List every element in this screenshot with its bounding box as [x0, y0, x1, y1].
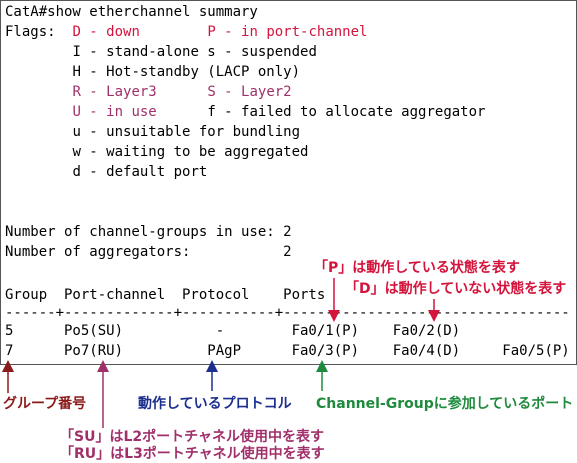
aggregators-line: Number of aggregators: 2 — [5, 244, 292, 260]
flag-down: D - down — [72, 24, 140, 40]
flag-hot-standby: H - Hot-standby (LACP only) — [72, 64, 301, 80]
flags-line-1: Flags: D - down P - in port-channel — [5, 22, 367, 42]
table-row: 7 Po7(RU) PAgP Fa0/3(P) Fa0/4(D) Fa0/5(P… — [5, 343, 570, 359]
groups-in-use-line: Number of channel-groups in use: 2 — [5, 224, 292, 240]
ports-note: Channel-Groupに参加しているポート — [316, 396, 574, 412]
table-row: 5 Po5(SU) - Fa0/1(P) Fa0/2(D) — [5, 323, 461, 339]
flag-in-port-channel: P - in port-channel — [207, 24, 368, 40]
ru-note: 「RU」はL3ポートチャネル使用中を表す — [60, 446, 325, 462]
d-status-note: 「D」は動作していない状態を表す — [345, 281, 567, 297]
flag-layer2: S - Layer2 — [207, 84, 292, 100]
su-note: 「SU」はL2ポートチャネル使用中を表す — [60, 429, 324, 445]
flags-line-5: U - in use f - failed to allocate aggreg… — [5, 102, 485, 122]
flags-line-2: I - stand-alone s - suspended — [5, 42, 317, 62]
flag-layer3: R - Layer3 — [72, 84, 157, 100]
terminal-window — [0, 0, 577, 365]
protocol-note: 動作しているプロトコル — [138, 396, 292, 412]
p-status-note: 「P」は動作している状態を表す — [314, 260, 520, 276]
flag-default-port: d - default port — [72, 164, 208, 180]
flags-label: Flags: — [5, 24, 73, 40]
flags-line-4: R - Layer3 S - Layer2 — [5, 82, 292, 102]
flags-line-7: w - waiting to be aggregated — [5, 142, 308, 162]
flags-line-6: u - unsuitable for bundling — [5, 122, 300, 142]
flag-waiting: w - waiting to be aggregated — [72, 144, 309, 160]
flag-in-use: U - in use — [72, 104, 157, 120]
flags-line-3: H - Hot-standby (LACP only) — [5, 62, 300, 82]
flag-standalone-suspended: I - stand-alone s - suspended — [72, 44, 317, 60]
flags-line-8: d - default port — [5, 162, 207, 182]
group-number-note: グループ番号 — [3, 396, 87, 412]
prompt-line: CatA#show etherchannel summary — [5, 4, 258, 20]
flag-unsuitable: u - unsuitable for bundling — [72, 124, 301, 140]
table-header: Group Port-channel Protocol Ports — [5, 287, 326, 303]
flag-failed-allocate: f - failed to allocate aggregator — [207, 104, 486, 120]
